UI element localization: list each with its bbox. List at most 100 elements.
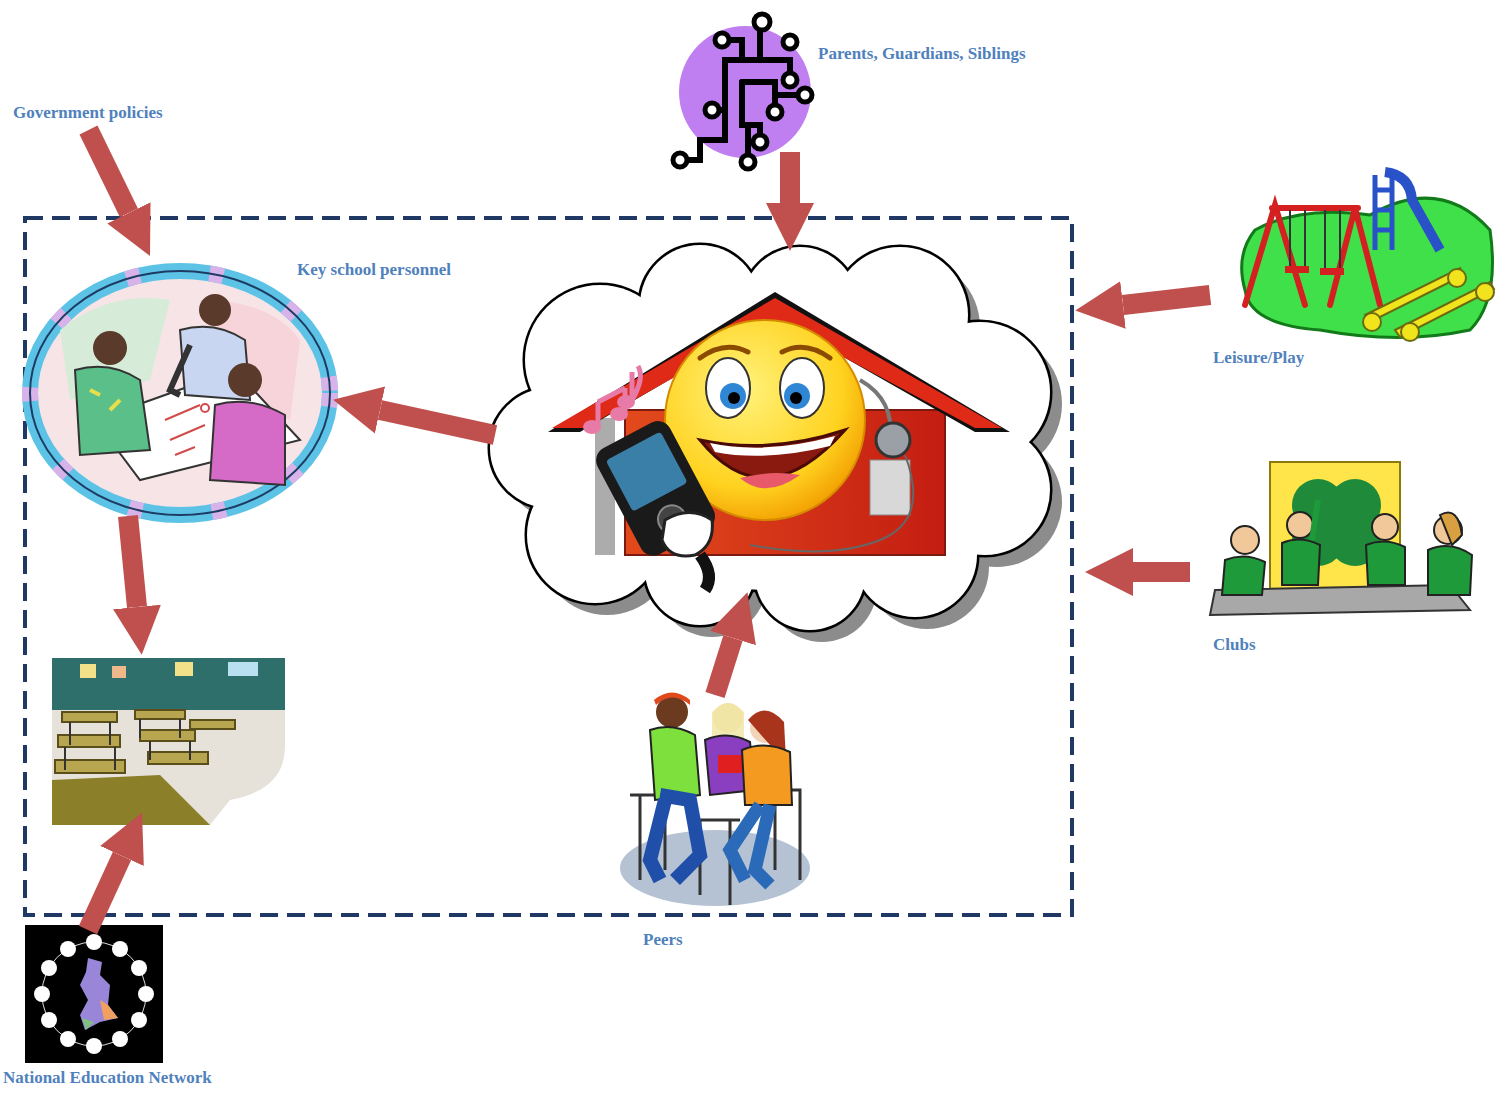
classroom-picture [52, 658, 285, 825]
teachers-picture [93, 331, 127, 365]
playground-picture [1245, 205, 1380, 305]
peers-picture [742, 745, 792, 805]
network-logo [25, 925, 163, 1063]
network-logo [131, 960, 147, 976]
network-logo [34, 986, 50, 1002]
classroom-picture [52, 658, 285, 825]
playground-picture [1401, 323, 1419, 341]
teachers-picture [30, 271, 330, 515]
happy-child-house [662, 513, 712, 557]
teachers-picture [75, 367, 150, 455]
club-picture [1231, 526, 1259, 554]
cloud [490, 245, 1050, 630]
family-icon [712, 30, 760, 110]
family-icon [783, 73, 797, 87]
teachers-picture [170, 345, 190, 395]
network-logo [131, 1012, 147, 1028]
happy-child-house [610, 407, 628, 421]
network-logo [25, 925, 163, 1063]
happy-child-house [591, 416, 720, 560]
influence-arrow [1123, 295, 1210, 305]
family-icon [753, 135, 767, 149]
club-picture [1282, 539, 1320, 585]
playground-picture [1375, 172, 1440, 250]
influence-arrow [1133, 562, 1190, 582]
figure-label: Clubs [1213, 635, 1256, 655]
peers-picture [650, 727, 700, 800]
happy-child-house [706, 358, 750, 418]
network-logo [86, 1038, 102, 1054]
figure-label: National Education Network [3, 1068, 212, 1088]
playground-picture [1320, 268, 1344, 275]
happy-child-house [710, 436, 835, 456]
peers-picture [620, 693, 810, 907]
teachers-picture [90, 390, 120, 410]
cloud [490, 245, 1062, 642]
influence-arrow [780, 152, 800, 203]
happy-child-house [591, 416, 720, 560]
happy-child-house [870, 460, 910, 515]
network-logo [60, 941, 76, 957]
teachers-picture [228, 363, 262, 397]
classroom-picture [62, 712, 117, 722]
cloud [490, 245, 1050, 630]
club-picture [1222, 500, 1472, 595]
network-logo [41, 960, 57, 976]
happy-child-house [750, 455, 913, 551]
influence-arrow [88, 152, 1210, 930]
family-icon [673, 153, 687, 167]
playground-picture [1290, 210, 1340, 270]
labelled-figure: National Education Network [3, 925, 268, 1091]
teachers-picture [165, 405, 205, 455]
network-logo [112, 1031, 128, 1047]
family-icon [673, 14, 812, 169]
family-icon [680, 30, 805, 160]
club-picture [1287, 512, 1313, 538]
classroom-picture [140, 730, 195, 741]
club-picture [1366, 541, 1405, 585]
influence-arrow [88, 856, 122, 930]
playground-picture [1363, 268, 1494, 341]
peers-picture [718, 755, 742, 773]
happy-child-house [700, 430, 845, 478]
happy-child-house [632, 366, 640, 400]
happy-child-house [606, 431, 688, 511]
network-logo [112, 941, 128, 957]
happy-child-house [876, 423, 910, 457]
classroom-picture [175, 662, 193, 676]
classroom-picture [65, 719, 190, 770]
boundary-dashed [25, 218, 1072, 915]
figure-label: Government policies [13, 103, 163, 123]
influence-arrow [380, 410, 495, 435]
figure-label: Key school personnel [297, 260, 451, 280]
family-icon [768, 105, 782, 119]
family-icon [783, 35, 797, 49]
happy-child-house [700, 555, 709, 590]
club-picture [1210, 462, 1472, 615]
teachers-picture [30, 271, 330, 515]
network-logo [138, 986, 154, 1002]
classroom-picture [190, 720, 235, 729]
playground-picture [1375, 172, 1392, 250]
labelled-figure: Clubs [1205, 455, 1480, 660]
influence-arrow [128, 516, 137, 607]
network-logo [34, 934, 154, 1054]
family-icon [715, 33, 729, 47]
happy-child-house [790, 392, 802, 404]
classroom-picture [228, 662, 258, 676]
family-icon [798, 88, 812, 102]
influence-arrow [715, 638, 733, 695]
peers-picture [730, 805, 770, 885]
playground-picture [1290, 210, 1340, 270]
playground-picture [1448, 269, 1466, 287]
labelled-figure: Leisure/Play [1208, 165, 1498, 371]
teachers-picture [199, 294, 231, 326]
family-icon [754, 14, 770, 30]
cloud [540, 290, 1000, 590]
family-icon [741, 155, 755, 169]
figure-label: Parents, Guardians, Siblings [818, 44, 1026, 64]
influence-arrow [89, 130, 129, 213]
figure-label: Leisure/Play [1213, 348, 1304, 368]
